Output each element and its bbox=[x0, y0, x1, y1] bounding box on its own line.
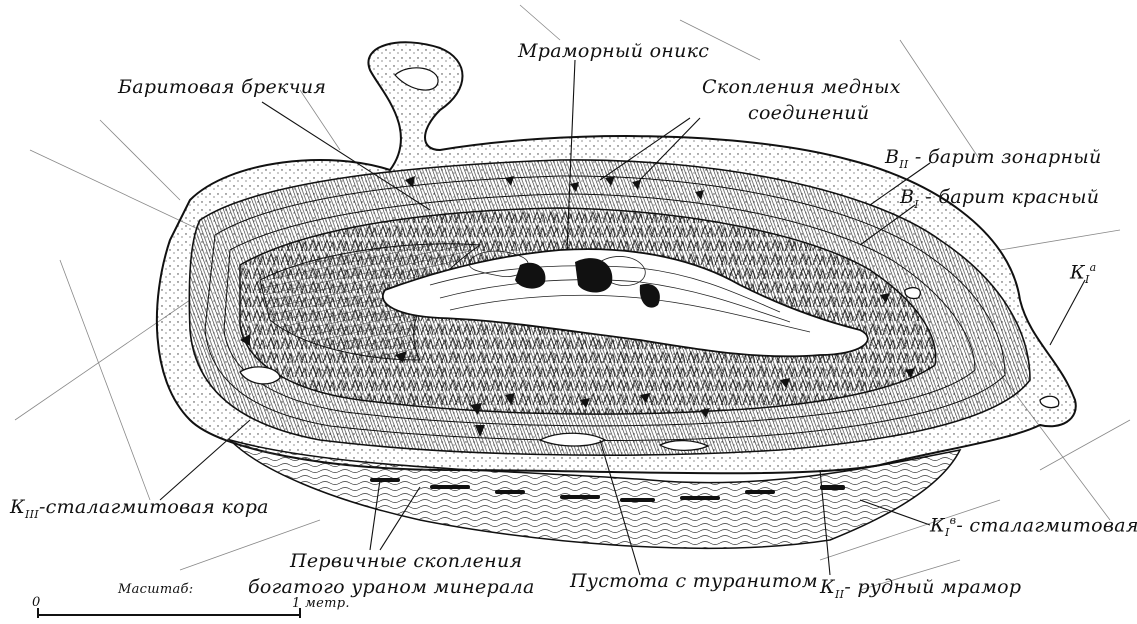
scale-bar-graphic bbox=[38, 608, 300, 618]
label-b2-zonal-barite: BII - барит зонарный bbox=[885, 148, 1102, 170]
scale-start: 0 bbox=[32, 596, 41, 610]
k2-text: - рудный мрамор bbox=[844, 576, 1021, 598]
label-k3-stalagmite-crust: КIII-сталагмитовая кора bbox=[10, 498, 269, 520]
b1-subscript: I bbox=[914, 198, 919, 211]
label-primary-clusters-line2: богатого ураном минерала bbox=[248, 578, 535, 598]
k3-subscript: III bbox=[25, 508, 39, 521]
scale-end: 1 метр. bbox=[292, 597, 350, 611]
label-k1b-stalagmite: КIв- сталагмитовая bbox=[930, 515, 1137, 539]
label-k1a: КIа bbox=[1070, 262, 1097, 286]
k1a-superscript: а bbox=[1090, 261, 1097, 274]
b1-text: - барит красный bbox=[925, 186, 1099, 208]
k2-letter: К bbox=[820, 576, 835, 598]
label-k2-ore-marble: КII- рудный мрамор bbox=[820, 578, 1021, 600]
k1b-subscript: I bbox=[945, 526, 950, 539]
b2-letter: B bbox=[885, 146, 899, 168]
k1a-letter: К bbox=[1070, 261, 1085, 283]
label-barite-breccia: Баритовая брекчия bbox=[118, 78, 326, 98]
k3-text: -сталагмитовая кора bbox=[39, 496, 269, 518]
b2-subscript: II bbox=[899, 158, 908, 171]
scale-title: Масштаб: bbox=[118, 583, 193, 597]
label-b1-red-barite: BI - барит красный bbox=[900, 188, 1099, 210]
k1a-subscript: I bbox=[1085, 273, 1090, 286]
b2-text: - барит зонарный bbox=[915, 146, 1102, 168]
k3-letter: К bbox=[10, 496, 25, 518]
label-void-turanite: Пустота с туранитом bbox=[570, 572, 818, 592]
k1b-letter: К bbox=[930, 514, 945, 536]
k2-subscript: II bbox=[835, 588, 844, 601]
label-copper-clusters-line1: Скопления медных bbox=[702, 78, 901, 98]
label-copper-clusters-line2: соединений bbox=[748, 104, 869, 124]
label-marble-onyx: Мраморный оникс bbox=[518, 42, 709, 62]
label-primary-clusters-line1: Первичные скопления bbox=[290, 552, 522, 572]
b1-letter: B bbox=[900, 186, 914, 208]
k1b-text: - сталагмитовая bbox=[956, 514, 1137, 536]
